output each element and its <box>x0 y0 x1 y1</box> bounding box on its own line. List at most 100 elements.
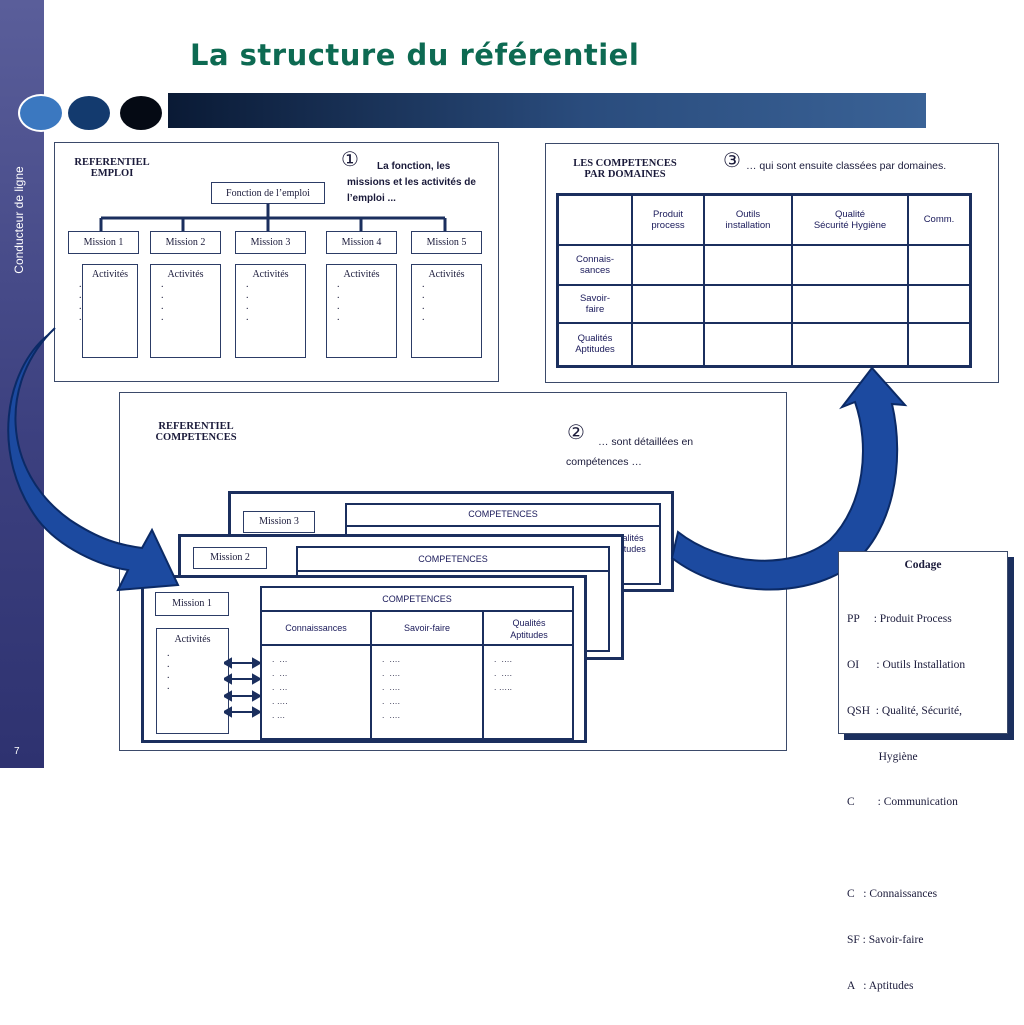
mission-2-label: Mission 2 <box>165 237 206 248</box>
card3-header: COMPETENCES <box>468 509 538 519</box>
mission-2-box: Mission 2 <box>150 231 221 254</box>
card2-mission-label: Mission 2 <box>210 552 250 563</box>
codage-line: PP : Produit Process <box>847 612 952 625</box>
card3-mission-label: Mission 3 <box>259 516 299 527</box>
activities-3-label: Activités <box>252 269 289 280</box>
codage-line: C : Communication <box>847 796 958 809</box>
card1-col2-items: . …. . …. . …. . …. . …. <box>382 654 400 720</box>
table-cell <box>631 243 705 286</box>
card3-partial-header: Qualités Aptitudes <box>608 533 646 554</box>
activities-1-bullets: . . . . <box>79 279 82 323</box>
mission-5-box: Mission 5 <box>411 231 482 254</box>
table-cell <box>791 283 909 324</box>
card1-mission-box: Mission 1 <box>155 592 229 616</box>
card1-col3-items: . …. . …. . ….. <box>494 654 512 692</box>
table-cell <box>907 243 972 286</box>
activities-2-box: Activités . . . . <box>150 264 221 358</box>
step-marker-3: ③ <box>723 150 741 172</box>
activities-4-label: Activités <box>343 269 380 280</box>
activities-5-label: Activités <box>428 269 465 280</box>
decor-circle-dark <box>118 94 164 132</box>
domaines-step-text: … qui sont ensuite classées par domaines… <box>746 160 947 172</box>
activities-4-box: Activités . . . . <box>326 264 397 358</box>
step-marker-1: ① <box>341 149 359 171</box>
activities-2-bullets: . . . . <box>161 279 164 323</box>
table-cell <box>631 321 705 368</box>
card1-header: COMPETENCES <box>382 594 452 604</box>
codage-spacer <box>847 841 1007 856</box>
link-arrows <box>224 657 260 718</box>
activities-5-box: Activités . . . . <box>411 264 482 358</box>
table-corner <box>556 193 633 246</box>
col-header-comm: Comm. <box>907 193 972 246</box>
codage-line: OI : Outils Installation <box>847 658 966 671</box>
decor-circle-light <box>18 94 64 132</box>
card2-header: COMPETENCES <box>418 554 488 564</box>
codage-line: A : Aptitudes <box>847 979 914 992</box>
mission-4-label: Mission 4 <box>341 237 382 248</box>
activities-4-bullets: . . . . <box>337 279 340 323</box>
panel-referentiel-emploi: REFERENTIEL EMPLOI ① La fonction, les mi… <box>54 142 499 382</box>
card1-col-sep-2 <box>482 610 484 740</box>
mission-1-box: Mission 1 <box>68 231 139 254</box>
card1-activities-bullets: . . . . <box>167 648 170 692</box>
competences-domain-table: Produit process Outils installation Qual… <box>556 193 972 368</box>
activities-3-bullets: . . . . <box>246 279 249 323</box>
row-header-qualites: Qualités Aptitudes <box>556 321 633 368</box>
emploi-step-text: La fonction, les missions et les activit… <box>347 161 476 204</box>
table-cell <box>703 283 793 324</box>
table-cell <box>703 321 793 368</box>
card2-divider <box>298 570 608 572</box>
mission-3-box: Mission 3 <box>235 231 306 254</box>
domaines-heading: LES COMPETENCES PAR DOMAINES <box>573 158 677 180</box>
codage-legend: Codage PP : Produit Process OI : Outils … <box>838 551 1008 992</box>
row-header-connaissances: Connais- sances <box>556 243 633 286</box>
activities-1-box: Activités . . . . <box>79 264 138 358</box>
col-header-outils: Outils installation <box>703 193 793 246</box>
card1-col-connaissances: Connaissances <box>285 623 347 633</box>
card1-activities-box: Activités . . . . <box>156 628 229 734</box>
col-header-produit: Produit process <box>631 193 705 246</box>
codage-line: C : Connaissances <box>847 887 938 900</box>
card1-mission-label: Mission 1 <box>172 598 212 609</box>
mission-5-label: Mission 5 <box>426 237 467 248</box>
page-number: 7 <box>14 746 20 757</box>
codage-line: SF : Savoir-faire <box>847 933 924 946</box>
org-connectors <box>99 204 447 231</box>
activities-1-label: Activités <box>91 269 129 280</box>
codage-line: Hygiène <box>847 750 918 763</box>
table-cell <box>791 243 909 286</box>
card3-divider <box>347 525 659 527</box>
competences-heading: REFERENTIEL COMPETENCES <box>155 421 237 443</box>
card-mission-1: Mission 1 Activités . . . . COMPETENCES … <box>141 575 587 743</box>
emploi-heading: REFERENTIEL EMPLOI <box>74 157 150 179</box>
flow-arrows <box>7 327 908 592</box>
mission-1-label: Mission 1 <box>83 237 124 248</box>
codage-title: Codage <box>904 559 942 571</box>
step-marker-2: ② <box>567 422 585 444</box>
fonction-label: Fonction de l’emploi <box>226 188 310 199</box>
arrow-competences-to-domaines <box>670 366 908 591</box>
table-cell <box>631 283 705 324</box>
card1-col1-items: . … . … . … . …. . … <box>272 654 288 720</box>
decor-circle-mid <box>66 94 112 132</box>
table-cell <box>703 243 793 286</box>
mission-4-box: Mission 4 <box>326 231 397 254</box>
competences-step-text: … sont détaillées en compétences … <box>566 436 694 468</box>
card2-mission-box: Mission 2 <box>193 547 267 569</box>
activities-2-label: Activités <box>167 269 204 280</box>
table-cell <box>907 321 972 368</box>
slide-title: La structure du référentiel <box>190 38 640 72</box>
mission-3-label: Mission 3 <box>250 237 291 248</box>
title-bar <box>168 93 926 128</box>
row-header-savoir-faire: Savoir- faire <box>556 283 633 324</box>
col-header-qsh: Qualité Sécurité Hygiène <box>791 193 909 246</box>
table-cell <box>907 283 972 324</box>
activities-3-box: Activités . . . . <box>235 264 306 358</box>
card3-mission-box: Mission 3 <box>243 511 315 533</box>
card1-activities-label: Activités <box>174 634 211 645</box>
card1-col-savoir-faire: Savoir-faire <box>403 623 450 633</box>
fonction-box: Fonction de l’emploi <box>211 182 325 204</box>
codage-line: QSH : Qualité, Sécurité, <box>847 704 962 717</box>
card1-col-sep-1 <box>370 610 372 740</box>
